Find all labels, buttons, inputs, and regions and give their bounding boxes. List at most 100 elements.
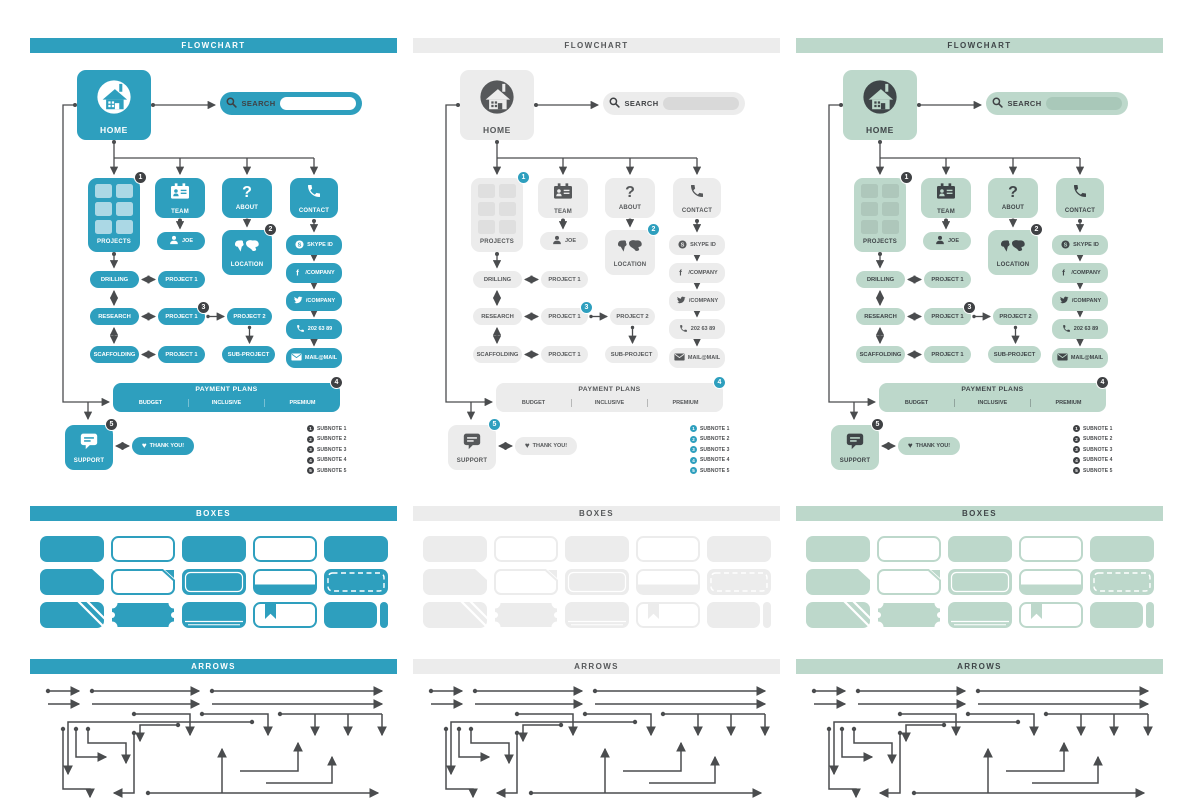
search-input[interactable] [662,97,739,110]
plan-separator [571,398,572,407]
research-node[interactable]: RESEARCH [856,308,905,325]
contact-label: CONTACT [1064,207,1096,214]
nav-team-node[interactable]: TEAM [538,178,588,218]
location-node[interactable]: LOCATION [605,230,655,275]
search-input[interactable] [279,97,356,110]
home-node[interactable]: HOME [77,70,151,140]
project1-node[interactable]: PROJECT 1 [924,308,971,325]
skype-node[interactable]: S SKYPE ID [286,235,342,255]
drilling-node[interactable]: DRILLING [473,271,522,288]
nav-contact-node[interactable]: CONTACT [290,178,338,218]
twitter-bird-icon [676,295,686,307]
subnote-circle: 3 [307,446,314,453]
nav-projects-node[interactable]: PROJECTS [88,178,140,252]
project2-node[interactable]: PROJECT 2 [610,308,655,325]
box-style-outline-bookmark [635,602,700,628]
subnote-badge-5: 5 [488,418,501,431]
phone-number-node[interactable]: 202 63 89 [286,319,342,339]
skype-node[interactable]: S SKYPE ID [669,235,725,255]
nav-about-node[interactable]: ? ABOUT [605,178,655,218]
box-style-filled-cut-corner [805,569,870,595]
plan-premium[interactable]: PREMIUM [1055,399,1082,406]
project1-node[interactable]: PROJECT 1 [541,308,588,325]
subproject-node[interactable]: SUB-PROJECT [605,346,658,363]
drilling-node[interactable]: DRILLING [856,271,905,288]
nav-about-node[interactable]: ? ABOUT [222,178,272,218]
subnote-label: SUBNOTE 2 [1083,436,1113,442]
plan-inclusive[interactable]: INCLUSIVE [977,399,1008,406]
subnote-badge-1: 1 [517,171,530,184]
location-node[interactable]: LOCATION [222,230,272,275]
search-input[interactable] [1045,97,1122,110]
question-mark-icon: ? [625,184,635,201]
facebook-node[interactable]: f /COMPANY [286,263,342,283]
home-node[interactable]: HOME [843,70,917,140]
about-label: ABOUT [1001,205,1025,211]
support-node[interactable]: SUPPORT [65,425,113,470]
twitter-node[interactable]: /COMPANY [669,291,725,311]
phone-number-node[interactable]: 202 63 89 [669,319,725,339]
plan-budget[interactable]: BUDGET [904,399,929,406]
scaffolding-node[interactable]: SCAFFOLDING [856,346,905,363]
mail-node[interactable]: MAIL@MAIL [669,348,725,368]
project2-node[interactable]: PROJECT 2 [993,308,1038,325]
location-node[interactable]: LOCATION [988,230,1038,275]
plan-budget[interactable]: BUDGET [138,399,163,406]
project1-node[interactable]: PROJECT 1 [541,346,588,363]
box-style-outline-bottom-bar [1018,569,1083,595]
project1-node[interactable]: PROJECT 1 [158,346,205,363]
nav-team-node[interactable]: TEAM [921,178,971,218]
nav-team-node[interactable]: TEAM [155,178,205,218]
mail-node[interactable]: MAIL@MAIL [1052,348,1108,368]
envelope-icon [291,353,302,363]
research-node[interactable]: RESEARCH [473,308,522,325]
mail-node[interactable]: MAIL@MAIL [286,348,342,368]
twitter-node[interactable]: /COMPANY [286,291,342,311]
search-bar[interactable]: SEARCH [986,92,1128,115]
thank-you-node[interactable]: ♥ THANK YOU! [132,437,194,455]
facebook-node[interactable]: f /COMPANY [1052,263,1108,283]
plan-separator [188,398,189,407]
project1-node[interactable]: PROJECT 1 [158,308,205,325]
project1-node[interactable]: PROJECT 1 [924,346,971,363]
subproject-node[interactable]: SUB-PROJECT [988,346,1041,363]
research-node[interactable]: RESEARCH [90,308,139,325]
project2-node[interactable]: PROJECT 2 [227,308,272,325]
support-label: SUPPORT [456,457,488,464]
scaffolding-node[interactable]: SCAFFOLDING [473,346,522,363]
home-node[interactable]: HOME [460,70,534,140]
nav-contact-node[interactable]: CONTACT [1056,178,1104,218]
subproject-node[interactable]: SUB-PROJECT [222,346,275,363]
plan-inclusive[interactable]: INCLUSIVE [211,399,242,406]
thank-you-node[interactable]: ♥ THANK YOU! [898,437,960,455]
search-bar[interactable]: SEARCH [603,92,745,115]
scaffolding-node[interactable]: SCAFFOLDING [90,346,139,363]
nav-projects-node[interactable]: PROJECTS [854,178,906,252]
search-bar[interactable]: SEARCH [220,92,362,115]
plan-premium[interactable]: PREMIUM [672,399,699,406]
project1-node[interactable]: PROJECT 1 [924,271,971,288]
skype-node[interactable]: S SKYPE ID [1052,235,1108,255]
plan-inclusive[interactable]: INCLUSIVE [594,399,625,406]
subnote-label: SUBNOTE 4 [317,457,347,463]
support-node[interactable]: SUPPORT [831,425,879,470]
plan-premium[interactable]: PREMIUM [289,399,316,406]
twitter-node[interactable]: /COMPANY [1052,291,1108,311]
drilling-node[interactable]: DRILLING [90,271,139,288]
nav-projects-node[interactable]: PROJECTS [471,178,523,252]
project1-node[interactable]: PROJECT 1 [541,271,588,288]
joe-node[interactable]: JOE [923,232,971,250]
project1-label: PROJECT 1 [548,351,581,358]
joe-node[interactable]: JOE [540,232,588,250]
thank-you-node[interactable]: ♥ THANK YOU! [515,437,577,455]
nav-about-node[interactable]: ? ABOUT [988,178,1038,218]
phone-number-node[interactable]: 202 63 89 [1052,319,1108,339]
plan-budget[interactable]: BUDGET [521,399,546,406]
theme-columns: FLOWCHART [30,38,1163,800]
nav-contact-node[interactable]: CONTACT [673,178,721,218]
project1-node[interactable]: PROJECT 1 [158,271,205,288]
facebook-node[interactable]: f /COMPANY [669,263,725,283]
joe-node[interactable]: JOE [157,232,205,250]
support-node[interactable]: SUPPORT [448,425,496,470]
